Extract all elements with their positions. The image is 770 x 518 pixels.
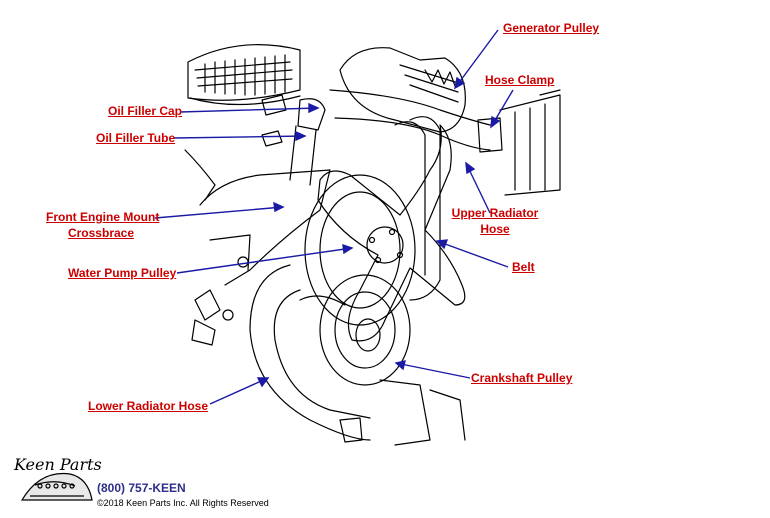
label-oil-filler-tube[interactable]: Oil Filler Tube [96,131,176,145]
label-front-engine-mount-line1: Front Engine Mount [46,210,160,224]
label-generator-pulley[interactable]: Generator Pulley [503,21,600,35]
leader-arrows [154,29,514,405]
keen-parts-logo-car [20,472,93,501]
label-hose-clamp[interactable]: Hose Clamp [485,73,555,87]
label-oil-filler-cap[interactable]: Oil Filler Cap [108,104,183,118]
lower-hose-drawing [249,264,371,443]
label-belt[interactable]: Belt [512,260,535,274]
label-upper-radiator-hose-line2: Hose [480,222,510,236]
engine-lower-drawing [191,289,466,446]
fan-drawing [317,124,466,342]
belt-drawing [394,116,441,301]
label-crankshaft-pulley[interactable]: Crankshaft Pulley [471,371,573,385]
label-front-engine-mount-line2: Crossbrace [67,226,135,240]
keen-parts-logo-text: Keen Parts [13,455,102,474]
radiator-drawing [499,89,561,196]
footer-copyright: ©2018 Keen Parts Inc. All Rights Reserve… [97,498,269,508]
crankshaft-pulley-drawing [319,274,411,386]
air-cleaner-drawing [187,44,301,106]
label-lower-radiator-hose[interactable]: Lower Radiator Hose [88,399,209,413]
label-upper-radiator-hose[interactable]: Upper Radiator Hose [449,206,541,236]
label-water-pump-pulley[interactable]: Water Pump Pulley [68,266,177,280]
generator-drawing [339,47,466,133]
label-front-engine-mount-crossbrace[interactable]: Front Engine Mount Crossbrace [46,210,160,240]
footer-phone[interactable]: (800) 757-KEEN [97,481,186,495]
label-upper-radiator-hose-line1: Upper Radiator [451,206,539,220]
crossbrace-drawing [184,149,331,321]
water-pump-pulley-drawing [304,174,416,326]
